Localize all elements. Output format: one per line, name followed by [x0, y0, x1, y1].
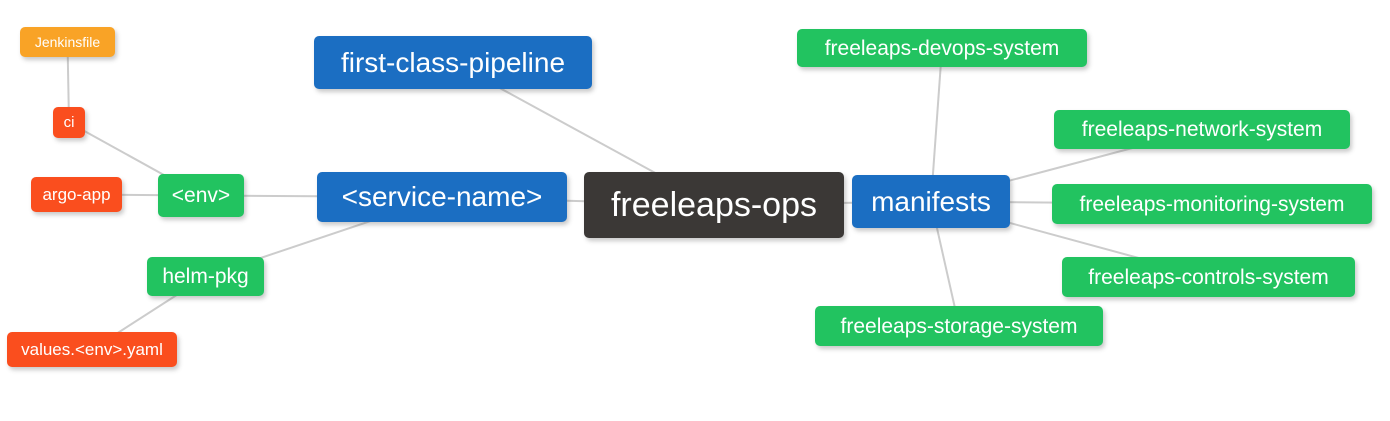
node-ci[interactable]: ci [53, 107, 85, 138]
node-helm-pkg[interactable]: helm-pkg [147, 257, 264, 296]
node-env[interactable]: <env> [158, 174, 244, 217]
node-service-name[interactable]: <service-name> [317, 172, 567, 222]
node-freeleaps-ops[interactable]: freeleaps-ops [584, 172, 844, 238]
node-manifests[interactable]: manifests [852, 175, 1010, 228]
node-freeleaps-devops-system[interactable]: freeleaps-devops-system [797, 29, 1087, 67]
node-argo-app[interactable]: argo-app [31, 177, 122, 212]
node-freeleaps-network-system[interactable]: freeleaps-network-system [1054, 110, 1350, 149]
node-freeleaps-monitoring-system[interactable]: freeleaps-monitoring-system [1052, 184, 1372, 224]
node-jenkinsfile[interactable]: Jenkinsfile [20, 27, 115, 57]
node-freeleaps-controls-system[interactable]: freeleaps-controls-system [1062, 257, 1355, 297]
node-freeleaps-storage-system[interactable]: freeleaps-storage-system [815, 306, 1103, 346]
node-first-class-pipeline[interactable]: first-class-pipeline [314, 36, 592, 89]
node-values-env-yaml[interactable]: values.<env>.yaml [7, 332, 177, 367]
